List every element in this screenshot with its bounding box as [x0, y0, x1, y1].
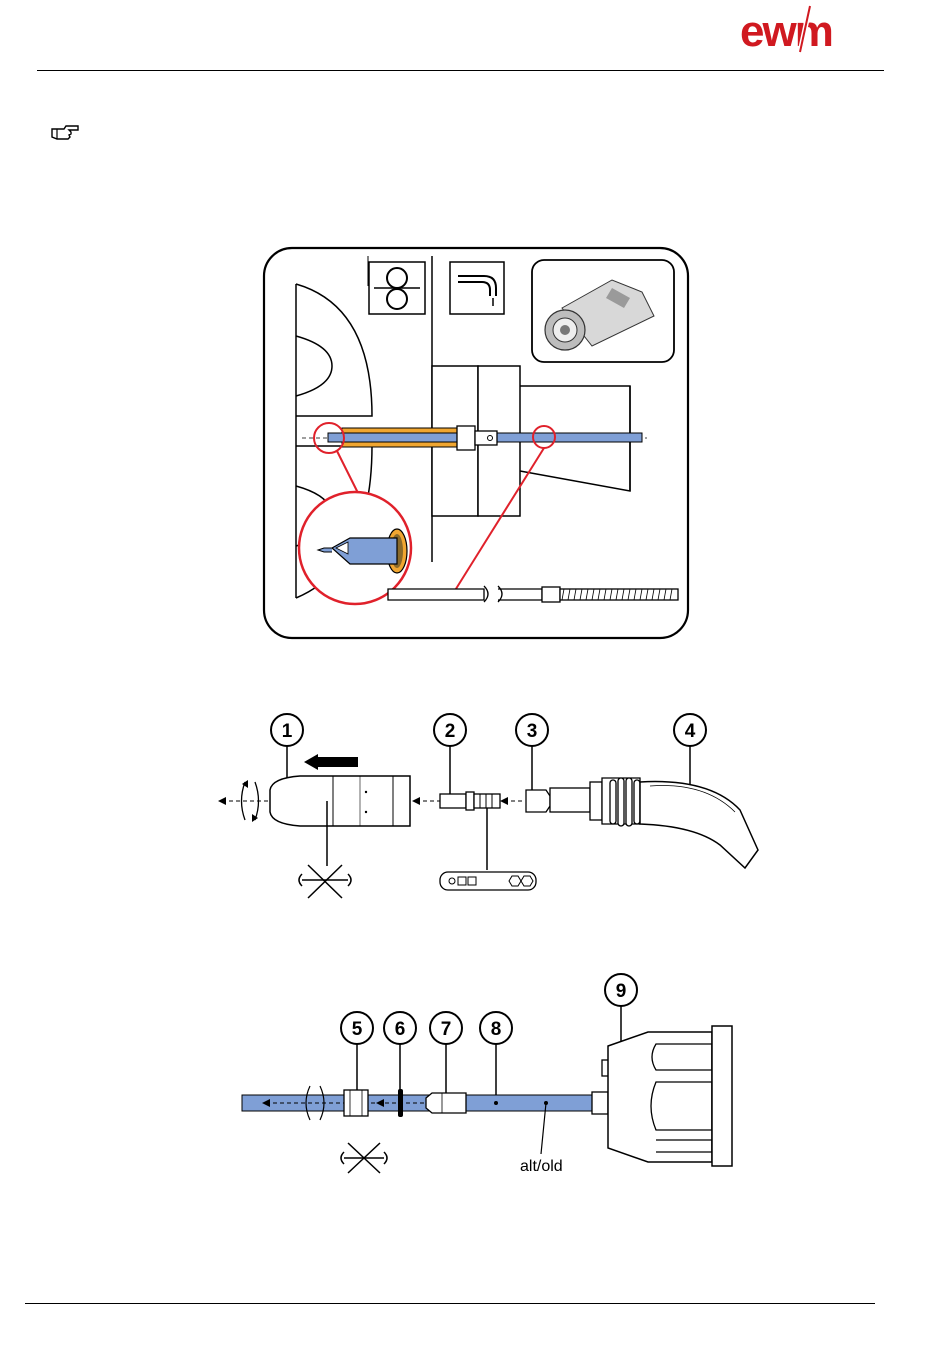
callout-8-label: 8 [491, 1019, 502, 1040]
torch-neck-figure: 1 2 3 4 [200, 700, 760, 910]
callout-5-label: 5 [352, 1019, 363, 1040]
gas-nozzle [270, 776, 410, 826]
pointing-hand-icon [50, 123, 80, 143]
logo-text: ewm [740, 7, 832, 54]
callout-8: 8 [480, 1012, 512, 1103]
liner-replacement-figure: 5 6 7 8 9 alt/old [236, 968, 736, 1178]
callout-6-label: 6 [395, 1019, 406, 1040]
wire-feed-rollers-icon [369, 262, 425, 314]
collet [426, 1093, 466, 1113]
callout-4-label: 4 [685, 721, 696, 742]
union-nut [344, 1090, 368, 1116]
tool-bar [440, 872, 536, 890]
torch-icon [450, 262, 504, 314]
callout-1-label: 1 [282, 721, 293, 742]
ewm-logo: ewm [738, 4, 870, 54]
liner-installation-figure [262, 246, 712, 642]
callout-2-label: 2 [445, 721, 456, 742]
callout-2: 2 [434, 714, 466, 795]
no-wrench-icon [299, 865, 351, 898]
callout-3: 3 [516, 714, 548, 795]
no-wrench-icon-2 [341, 1143, 387, 1173]
callout-5: 5 [341, 1012, 373, 1090]
torch-neck [640, 782, 758, 868]
contact-tip [440, 794, 466, 808]
old-liner-caption: alt/old [520, 1158, 563, 1175]
o-ring [398, 1089, 403, 1117]
header-rule [37, 70, 884, 71]
footer-rule [25, 1303, 875, 1304]
callout-7-label: 7 [441, 1019, 452, 1040]
callout-3-label: 3 [527, 721, 538, 742]
central-connector [608, 1032, 712, 1162]
callout-7: 7 [430, 1012, 462, 1103]
callout-9-label: 9 [616, 981, 627, 1002]
connector-photo [532, 260, 674, 362]
callout-6: 6 [384, 1012, 416, 1090]
